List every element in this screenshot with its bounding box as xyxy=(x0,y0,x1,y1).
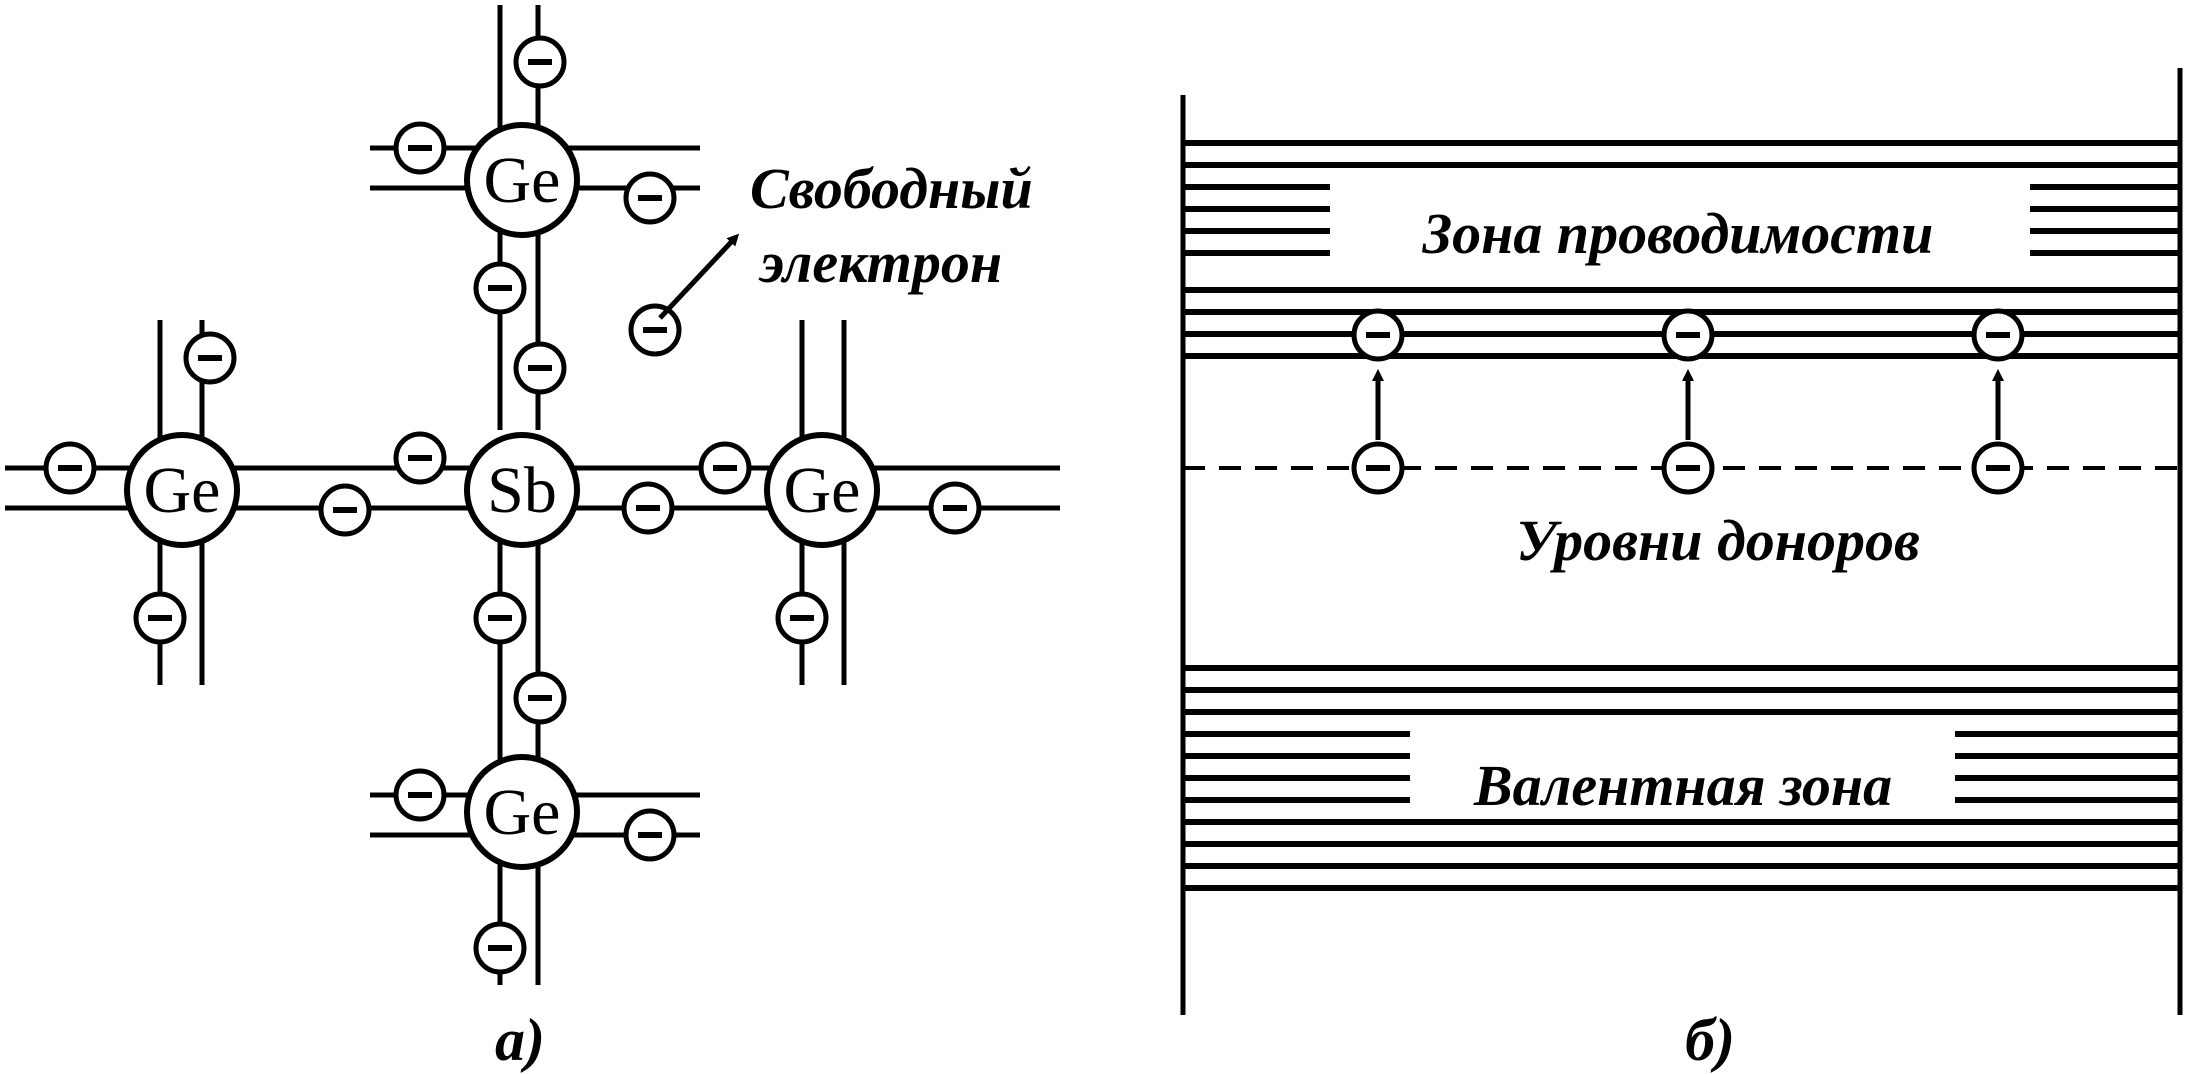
panel-b-frame xyxy=(1180,68,2183,1015)
electron-symbol xyxy=(43,441,97,495)
panel-a-label: a) xyxy=(495,1007,545,1073)
free-electron-label-line2: электрон xyxy=(758,230,1002,295)
electron-symbol xyxy=(1971,308,2025,362)
electron-symbol xyxy=(133,591,187,645)
electron-symbol xyxy=(513,341,567,395)
donor-levels-label: Уровни доноров xyxy=(1516,508,1920,573)
svg-text:Sb: Sb xyxy=(487,454,557,527)
electron-symbol xyxy=(393,431,447,485)
free-electron-arrow xyxy=(658,233,740,320)
electron-symbol xyxy=(393,121,447,175)
svg-text:Ge: Ge xyxy=(484,776,561,849)
electron-symbol xyxy=(473,591,527,645)
donor-arrows xyxy=(1372,369,2004,440)
electron-symbol xyxy=(183,331,237,385)
electron-symbol xyxy=(928,481,982,535)
conduction-band-label: Зона проводимости xyxy=(1422,201,1934,266)
atom-ge-bottom: Ge xyxy=(464,754,580,870)
electron-symbol xyxy=(628,303,682,357)
electron-symbol xyxy=(1351,308,1405,362)
electron-symbol xyxy=(473,921,527,975)
electron-symbol xyxy=(473,261,527,315)
atom-ge-left: Ge xyxy=(124,432,240,548)
electron-symbol xyxy=(698,441,752,495)
panel-b-electrons xyxy=(1351,308,2025,495)
electron-symbol xyxy=(1661,308,1715,362)
electron-symbol xyxy=(318,483,372,537)
electron-symbol xyxy=(1661,441,1715,495)
atom-ge-top: Ge xyxy=(464,122,580,238)
svg-text:Ge: Ge xyxy=(144,454,221,527)
electron-symbol xyxy=(1351,441,1405,495)
electron-symbol xyxy=(621,481,675,535)
electron-symbol xyxy=(775,591,829,645)
svg-text:Ge: Ge xyxy=(484,144,561,217)
svg-text:Ge: Ge xyxy=(784,454,861,527)
atom-sb-center: Sb xyxy=(464,432,580,548)
panel-b-label: б) xyxy=(1685,1007,1735,1073)
free-electron-label-line1: Свободный xyxy=(750,156,1033,221)
electron-symbol xyxy=(1971,441,2025,495)
electron-symbol xyxy=(513,35,567,89)
electron-symbol xyxy=(393,768,447,822)
electron-symbol xyxy=(623,808,677,862)
valence-band-label: Валентная зона xyxy=(1473,753,1892,818)
panel-a-electrons xyxy=(43,35,982,975)
electron-symbol xyxy=(623,171,677,225)
valence-band xyxy=(1183,665,2180,891)
electron-symbol xyxy=(513,671,567,725)
atom-ge-right: Ge xyxy=(764,432,880,548)
